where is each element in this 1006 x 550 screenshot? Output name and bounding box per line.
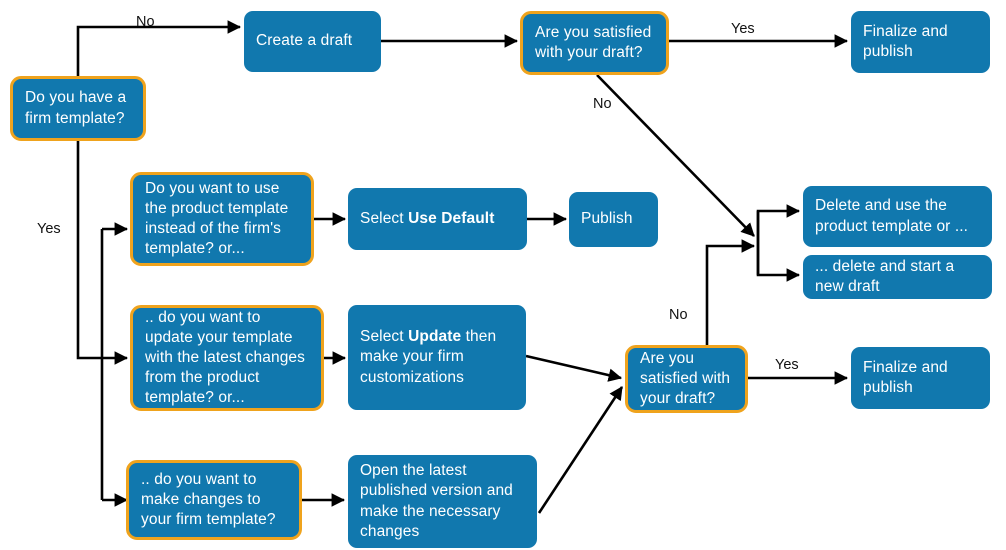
update-emphasis: Update <box>408 328 462 346</box>
edge-update-to-satisfied-bottom <box>525 354 623 382</box>
edge-label-no-top: No <box>136 14 155 30</box>
node-delete-use-product-template[interactable]: Delete and use the product template or .… <box>803 186 992 247</box>
edge-junction-to-delete-product <box>756 204 801 246</box>
edge-label-no-diagonal: No <box>593 96 612 112</box>
edge-label-no-bottom: No <box>669 307 688 323</box>
edge-no-create-draft <box>76 20 242 76</box>
node-label: Open the latest published version and ma… <box>360 462 513 540</box>
node-label: .. do you want to update your template w… <box>145 308 305 407</box>
node-finalize-top[interactable]: Finalize and publish <box>851 11 990 73</box>
use-default-emphasis: Use Default <box>408 209 495 227</box>
node-label: Are you satisfied with your draft? <box>640 349 731 408</box>
edge-yes-to-q2 <box>76 141 129 365</box>
node-open-latest-published[interactable]: Open the latest published version and ma… <box>348 455 537 548</box>
node-label: Finalize and publish <box>863 22 948 60</box>
node-make-changes-question[interactable]: .. do you want to make changes to your f… <box>126 460 302 540</box>
node-select-use-default[interactable]: Select Use Default <box>348 188 527 250</box>
select-prefix: Select <box>360 328 409 346</box>
edge-no-bottom-to-junction <box>705 239 756 345</box>
node-label: Finalize and publish <box>863 358 948 396</box>
node-use-product-template-question[interactable]: Do you want to use the product template … <box>130 172 314 266</box>
node-label: Select Update then make your firm custom… <box>360 327 514 387</box>
node-update-template-question[interactable]: .. do you want to update your template w… <box>130 305 324 411</box>
edge-label-yes-bottom: Yes <box>775 357 799 373</box>
node-label: Do you have a firm template? <box>25 89 127 127</box>
node-label: Do you want to use the product template … <box>145 179 289 258</box>
node-label: Create a draft <box>256 32 353 50</box>
node-label: Are you satisfied with your draft? <box>535 23 652 61</box>
select-suffix: then make your firm customizations <box>360 328 497 386</box>
edge-label-yes-left: Yes <box>37 221 61 237</box>
node-create-draft[interactable]: Create a draft <box>244 11 381 72</box>
node-firm-template-question[interactable]: Do you have a firm template? <box>10 76 146 141</box>
node-label: Publish <box>581 210 633 228</box>
node-satisfied-bottom[interactable]: Are you satisfied with your draft? <box>625 345 748 413</box>
node-satisfied-top[interactable]: Are you satisfied with your draft? <box>520 11 669 75</box>
node-finalize-bottom[interactable]: Finalize and publish <box>851 347 990 409</box>
edge-open-latest-to-satisfied <box>537 386 624 514</box>
node-label: Delete and use the product template or .… <box>815 197 969 235</box>
node-label: .. do you want to make changes to your f… <box>141 470 276 529</box>
node-label: Select Use Default <box>360 209 515 229</box>
edge-junction-to-new-draft <box>756 246 801 282</box>
edge-label-yes-top: Yes <box>731 21 755 37</box>
node-publish[interactable]: Publish <box>569 192 658 247</box>
select-prefix: Select <box>360 209 409 227</box>
node-select-update[interactable]: Select Update then make your firm custom… <box>348 305 526 410</box>
node-delete-start-new-draft[interactable]: ... delete and start a new draft <box>803 255 992 299</box>
node-label: ... delete and start a new draft <box>815 257 955 295</box>
